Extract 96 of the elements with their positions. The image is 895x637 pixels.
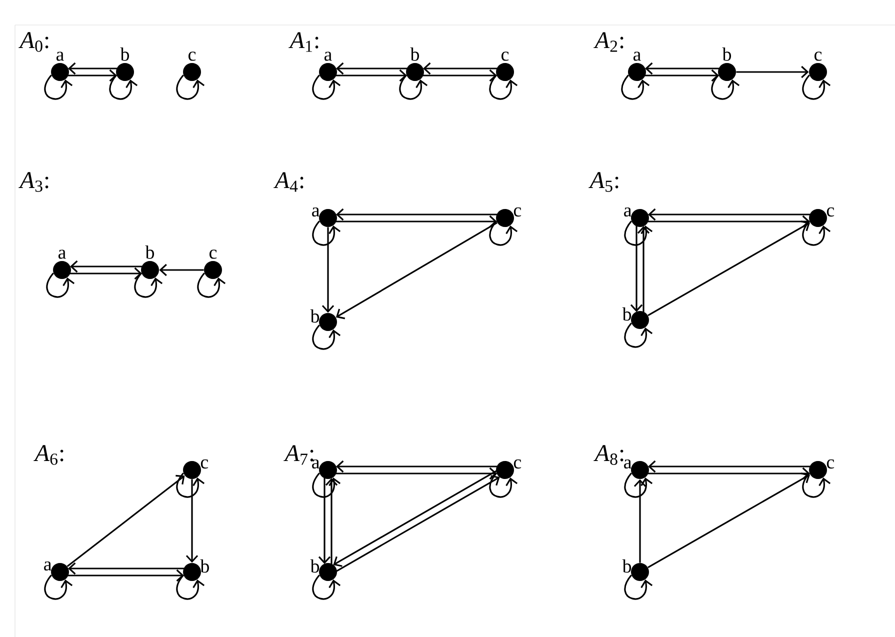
arrow xyxy=(70,260,142,273)
arrow xyxy=(648,467,810,480)
self-loop-arrow xyxy=(802,472,831,498)
graph-title: A$_{3}$: xyxy=(18,172,48,192)
vertex-label: c xyxy=(826,207,834,217)
self-loop-arrow xyxy=(44,574,73,600)
self-loop-arrow xyxy=(46,272,75,298)
vertex-label: c xyxy=(514,459,522,469)
self-loop-arrow xyxy=(44,74,73,100)
arrow xyxy=(68,562,184,575)
vertex-label: b xyxy=(310,559,320,573)
arrow xyxy=(648,215,810,228)
vertex-label: c xyxy=(188,52,196,61)
vertex-label: a xyxy=(44,561,52,571)
arrow xyxy=(648,208,810,221)
vertex-label: a xyxy=(312,459,320,469)
arrow xyxy=(637,226,650,312)
arrow xyxy=(645,69,719,82)
self-loop-arrow xyxy=(624,472,653,498)
vertex-label: c xyxy=(200,459,208,469)
graph-title: A$_{0}$: xyxy=(18,32,48,52)
arrow xyxy=(336,222,498,320)
arrow xyxy=(648,472,810,568)
vertex-label: b xyxy=(145,245,154,259)
arrow xyxy=(70,267,142,280)
vertex-label: b xyxy=(310,309,320,323)
self-loop-arrow xyxy=(312,74,341,100)
arrow xyxy=(336,460,497,473)
vertex-label: b xyxy=(622,307,632,321)
arrow xyxy=(68,569,184,582)
vertex-label: c xyxy=(502,52,509,61)
self-loop-arrow xyxy=(624,220,653,246)
arrow xyxy=(423,62,497,75)
self-loop-arrow xyxy=(312,574,341,600)
self-loop-arrow xyxy=(197,272,226,298)
arrow xyxy=(66,474,185,567)
self-loop-arrow xyxy=(312,472,341,498)
self-loop-arrow xyxy=(489,74,518,100)
arrow xyxy=(336,208,497,221)
self-loop-arrow xyxy=(489,472,518,498)
self-loop-arrow xyxy=(624,322,653,348)
graph-title: A$_{1}$: xyxy=(288,32,318,52)
self-loop-arrow xyxy=(176,472,205,498)
graph-title: A$_{6}$: xyxy=(34,445,64,465)
arrow xyxy=(634,479,646,563)
arrow xyxy=(645,62,719,75)
self-loop-arrow xyxy=(711,74,740,100)
vertex-label: b xyxy=(120,47,130,61)
arrow xyxy=(322,227,334,313)
vertex-label: a xyxy=(633,52,641,61)
vertex-label: a xyxy=(58,250,66,259)
arrow xyxy=(630,226,643,312)
self-loop-arrow xyxy=(489,220,518,246)
arrow xyxy=(336,69,407,82)
graph-title: A$_{7}$: xyxy=(284,445,314,465)
vertex-label: a xyxy=(56,52,64,61)
vertex-label: b xyxy=(722,47,732,61)
arrow xyxy=(648,460,810,473)
arrow xyxy=(318,478,331,564)
vertex-label: a xyxy=(324,52,332,61)
vertex-label: a xyxy=(624,459,632,469)
self-loop-arrow xyxy=(621,74,650,100)
arrow xyxy=(736,66,809,78)
self-loop-arrow xyxy=(399,74,428,100)
graph-title: A$_{8}$: xyxy=(594,445,624,465)
vertex-label: a xyxy=(312,207,320,217)
arrow xyxy=(648,220,810,316)
self-loop-arrow xyxy=(109,74,138,100)
arrow xyxy=(159,264,204,276)
self-loop-arrow xyxy=(312,220,341,246)
graph-title: A$_{2}$: xyxy=(594,32,624,52)
vertex-label: c xyxy=(514,207,522,217)
self-loop-arrow xyxy=(802,74,831,100)
self-loop-arrow xyxy=(312,324,341,350)
graph-title: A$_{5}$: xyxy=(588,172,618,192)
arrow xyxy=(325,478,338,564)
vertex-label: b xyxy=(410,47,420,61)
vertex-label: a xyxy=(624,207,632,217)
arrow xyxy=(336,215,497,228)
self-loop-arrow xyxy=(176,74,205,100)
self-loop-arrow xyxy=(134,272,163,298)
graph-title: A$_{4}$: xyxy=(274,172,304,192)
vertex-label: c xyxy=(826,459,834,469)
vertex-label: b xyxy=(622,559,632,573)
vertex-label: c xyxy=(210,250,217,259)
vertex-label: b xyxy=(200,559,209,573)
self-loop-arrow xyxy=(176,574,205,600)
arrow xyxy=(68,62,117,75)
vertex-label: c xyxy=(814,52,822,61)
arrow xyxy=(423,69,497,82)
self-loop-arrow xyxy=(802,220,831,246)
arrow xyxy=(68,69,117,82)
arrow xyxy=(336,467,497,480)
arrow xyxy=(336,62,407,75)
self-loop-arrow xyxy=(624,574,653,600)
arrow xyxy=(186,479,198,563)
